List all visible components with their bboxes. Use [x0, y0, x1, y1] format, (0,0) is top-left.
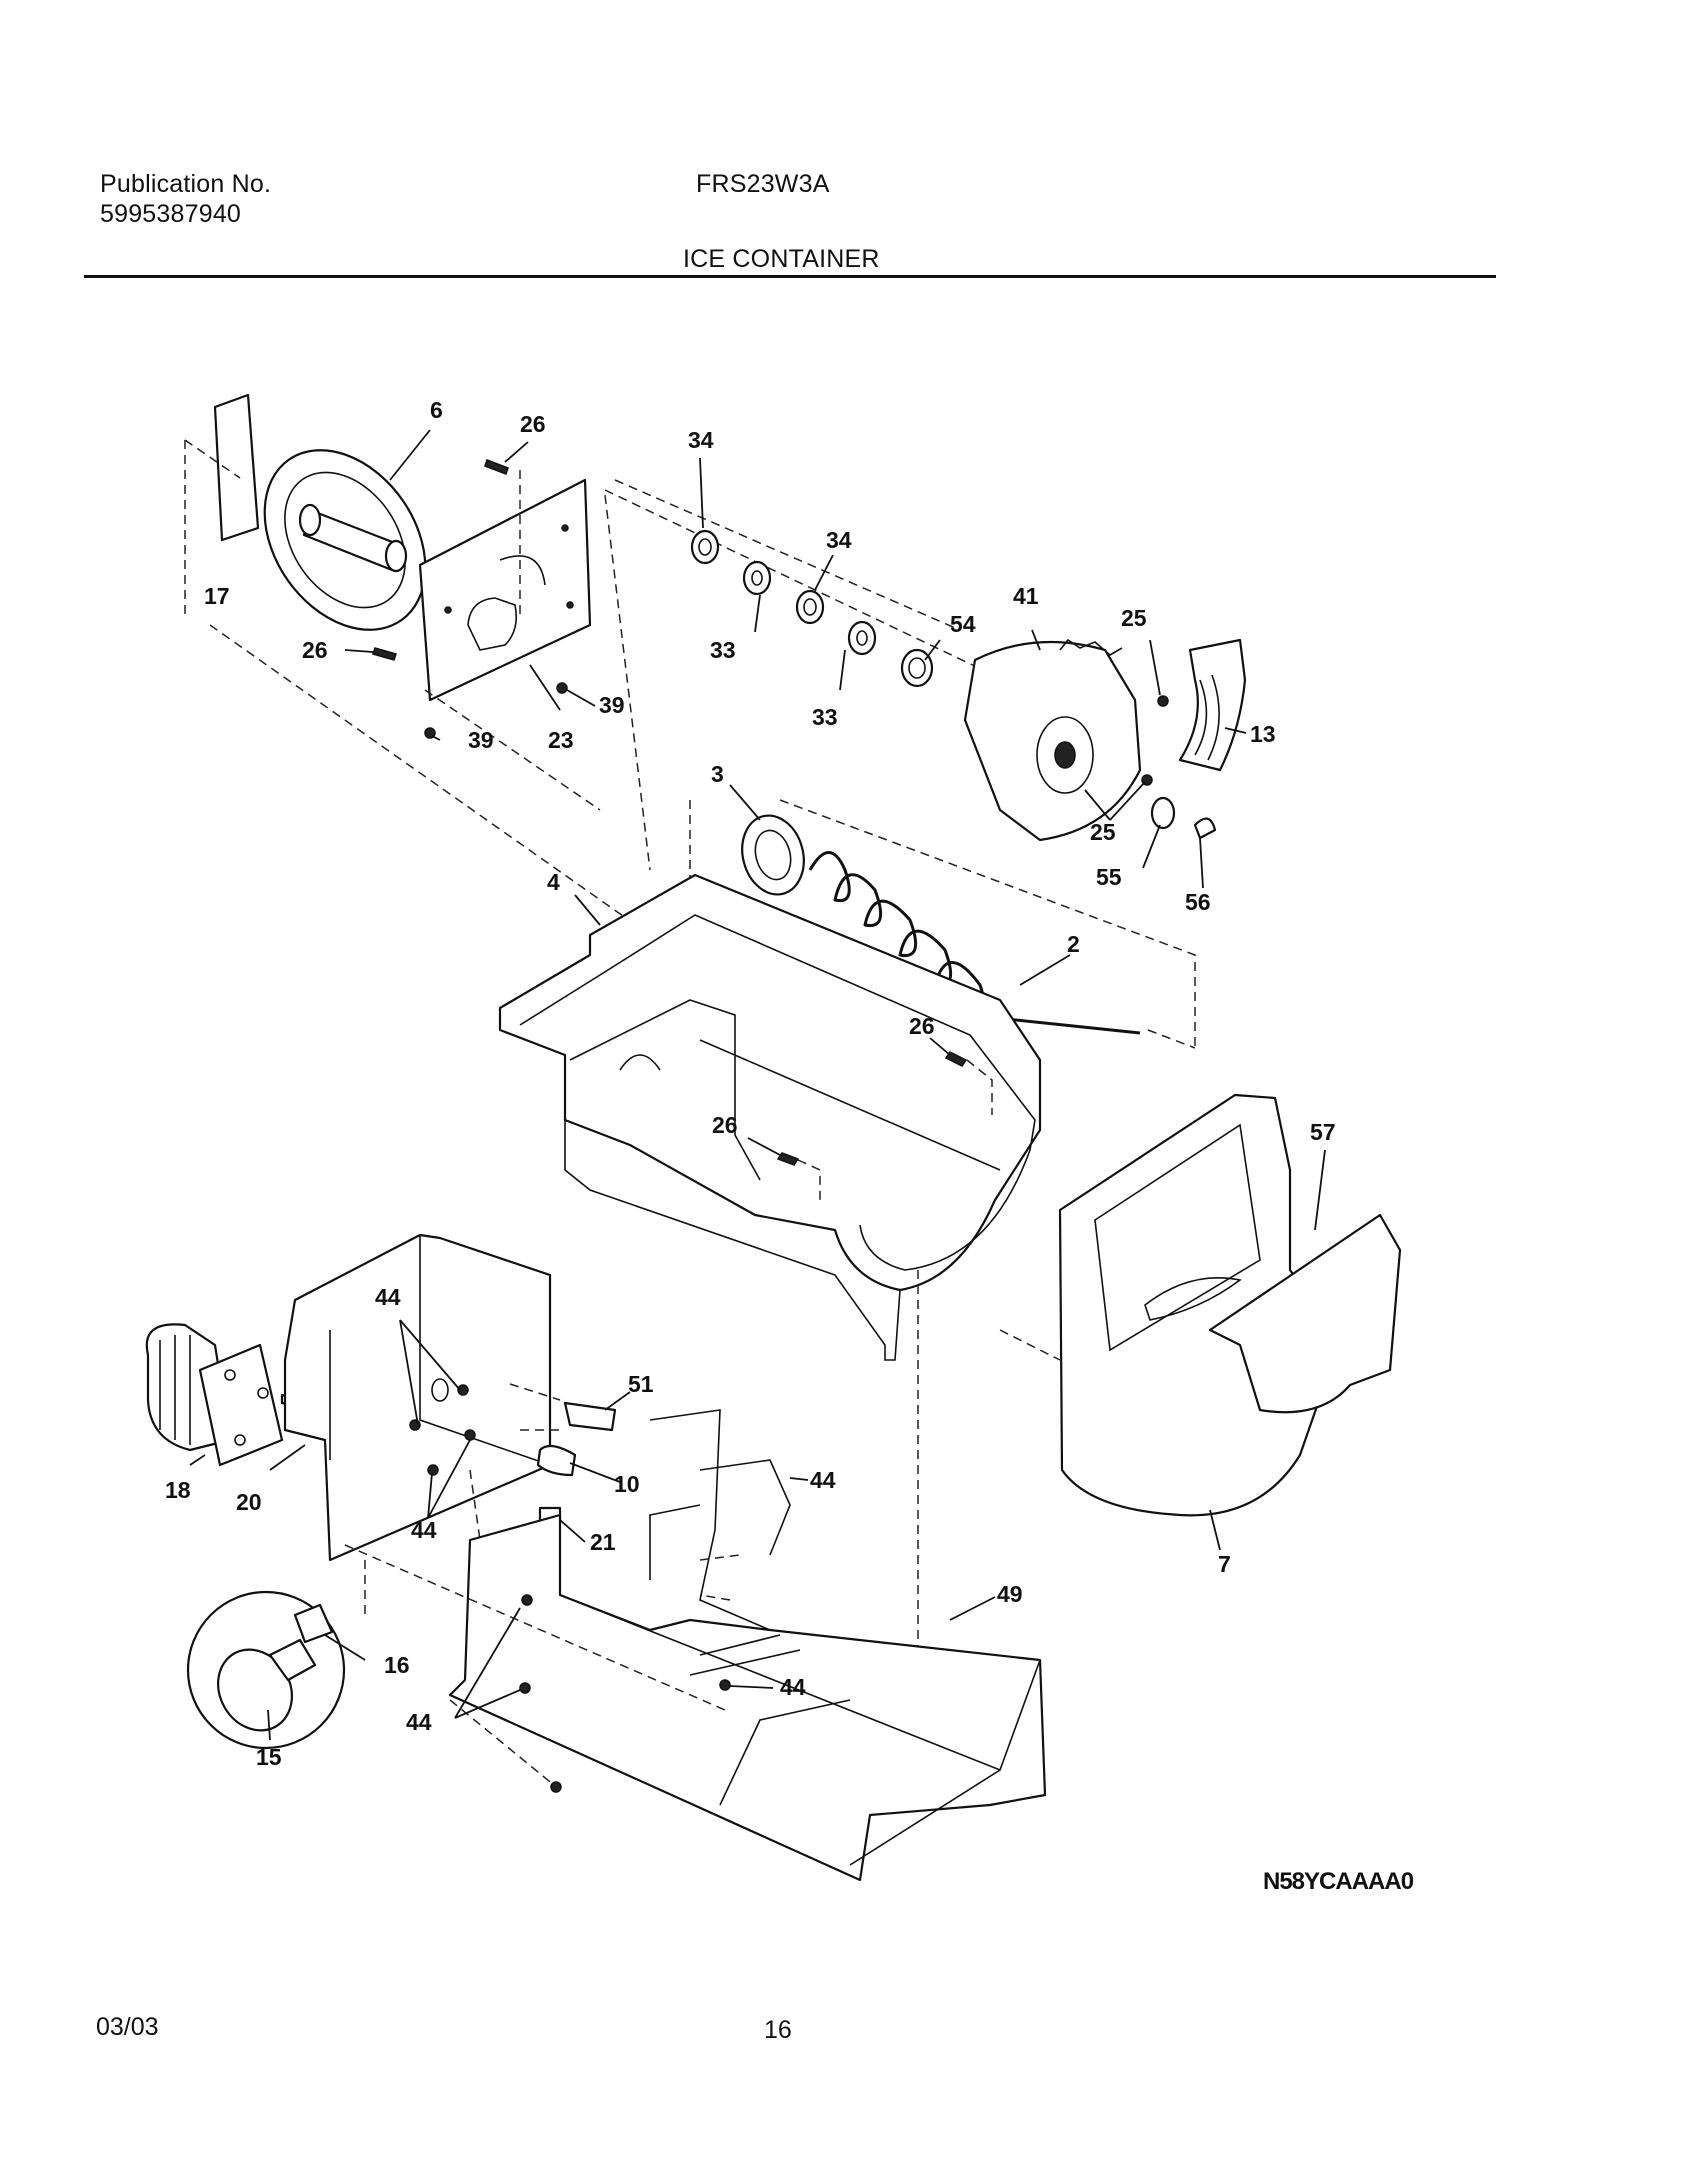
part-57-flap — [1208, 1213, 1402, 1414]
part-18-motor — [145, 1323, 300, 1467]
callout-49: 49 — [997, 1581, 1023, 1607]
bushings-34-33-54 — [690, 529, 934, 688]
callout-3: 3 — [711, 761, 724, 787]
part-41-auger-housing — [963, 638, 1142, 842]
callout-54: 54 — [950, 611, 976, 637]
part-20-motor-bracket — [283, 1233, 552, 1562]
callout-26: 26 — [302, 637, 328, 663]
part-3-coupling — [741, 814, 805, 896]
header-rule — [84, 275, 1496, 278]
callout-44: 44 — [375, 1284, 401, 1310]
part-2-auger-spring — [808, 851, 1141, 1035]
part-10-switch — [536, 1444, 577, 1477]
callout-2: 2 — [1067, 931, 1080, 957]
section-title: ICE CONTAINER — [683, 245, 880, 273]
callout-4: 4 — [547, 869, 560, 895]
callout-51: 51 — [628, 1371, 654, 1397]
part-4-ice-container — [498, 873, 1042, 1361]
part-6-auger-wheel — [263, 449, 427, 631]
callout-26: 26 — [909, 1013, 935, 1039]
diagram-reference-code: N58YCAAAA0 — [1263, 1868, 1414, 1895]
publication-number: 5995387940 — [100, 200, 242, 228]
part-13-deflector — [1178, 638, 1247, 772]
callout-25: 25 — [1121, 605, 1147, 631]
callout-41: 41 — [1013, 583, 1039, 609]
callout-10: 10 — [614, 1471, 640, 1497]
callout-15: 15 — [256, 1744, 282, 1770]
callout-44: 44 — [411, 1517, 437, 1543]
callout-6: 6 — [430, 397, 443, 423]
callout-34: 34 — [688, 427, 714, 453]
callout-17: 17 — [204, 583, 230, 609]
callout-44: 44 — [780, 1674, 806, 1700]
callout-44: 44 — [810, 1467, 836, 1493]
part-49-housing-tray — [448, 1409, 1047, 1882]
publication-label: Publication No. — [100, 170, 272, 198]
part-23-mounting-plate — [418, 478, 592, 702]
callout-26: 26 — [520, 411, 546, 437]
parts-55-56-rings — [1150, 796, 1217, 840]
footer-page-number: 16 — [764, 2016, 792, 2044]
callout-39: 39 — [468, 727, 494, 753]
callout-56: 56 — [1185, 889, 1211, 915]
callout-7: 7 — [1218, 1551, 1231, 1577]
callout-18: 18 — [165, 1477, 191, 1503]
callout-39: 39 — [599, 692, 625, 718]
callout-labels: 6 26 34 17 34 33 41 54 25 26 39 33 13 23… — [165, 397, 1336, 1770]
callout-33: 33 — [710, 637, 736, 663]
model-number: FRS23W3A — [696, 170, 830, 198]
callout-16: 16 — [384, 1652, 410, 1678]
callout-25: 25 — [1090, 819, 1116, 845]
callout-23: 23 — [548, 727, 574, 753]
footer-date: 03/03 — [96, 2013, 159, 2041]
callout-57: 57 — [1310, 1119, 1336, 1145]
part-17-shield — [184, 393, 260, 615]
callout-33: 33 — [812, 704, 838, 730]
callout-20: 20 — [236, 1489, 262, 1515]
part-51-socket — [563, 1401, 617, 1432]
detail-15-16-lamp — [186, 1590, 346, 1750]
callout-55: 55 — [1096, 864, 1122, 890]
callout-26: 26 — [712, 1112, 738, 1138]
callout-34: 34 — [826, 527, 852, 553]
callout-44: 44 — [406, 1709, 432, 1735]
callout-13: 13 — [1250, 721, 1276, 747]
leader-lines — [189, 429, 1326, 1741]
callout-21: 21 — [590, 1529, 616, 1555]
